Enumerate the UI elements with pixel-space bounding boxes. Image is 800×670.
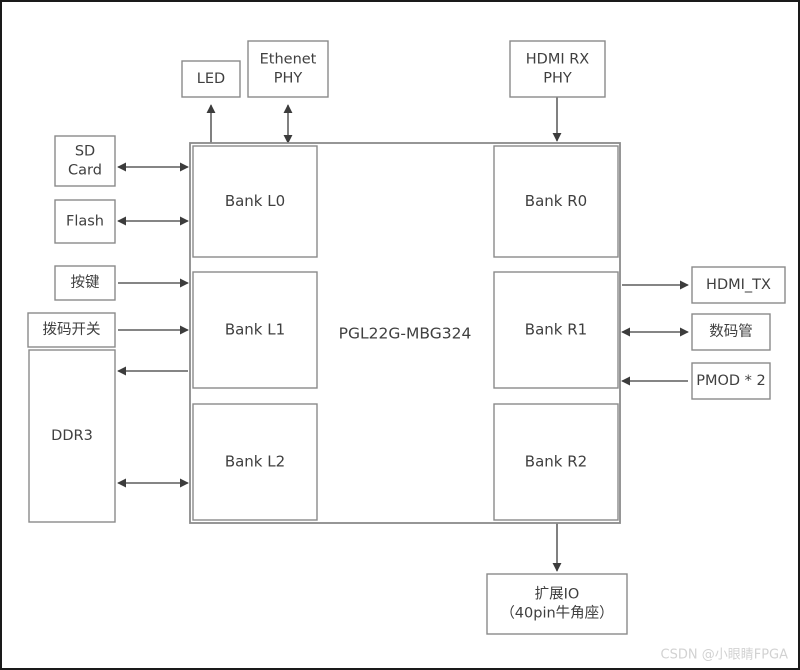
peripheral-box-sd-card [54,135,116,187]
peripheral-label-flash: Flash [66,214,104,230]
connection-layer [117,97,689,572]
bank-box-bank-r2 [493,403,619,521]
peripheral-label-ethernet-phy: PHY [274,71,303,87]
peripheral-label-expansion-io: 扩展IO [535,586,580,603]
peripheral-box-flash [54,199,116,244]
bank-label-bank-l2: Bank L2 [225,453,285,471]
bank-box-bank-l1 [192,271,318,389]
fpga-chip-label: PGL22G-MBG324 [339,325,472,343]
peripheral-box-keys [54,265,116,301]
peripheral-label-dip-switch: 拨码开关 [43,321,101,338]
peripheral-box-dip-switch [27,312,116,348]
peripheral-label-sd-card: SD [75,144,95,160]
bank-label-bank-r2: Bank R2 [525,453,587,471]
bank-label-bank-l1: Bank L1 [225,321,285,339]
watermark-layer: CSDN @小眼睛FPGA [661,648,789,663]
peripheral-box-hdmi-tx [691,266,786,304]
peripheral-label-led: LED [197,71,225,87]
bank-layer: Bank L0 Bank L1 Bank L2 Bank R0 Bank R1 Bank … [192,145,619,521]
peripheral-box-ddr3 [28,349,116,523]
csdn-watermark: CSDN @小眼睛FPGA [661,648,789,663]
bank-label-bank-r0: Bank R0 [525,192,587,210]
bank-box-bank-r1 [493,271,619,389]
bank-label-bank-r1: Bank R1 [525,321,587,339]
peripheral-label-hdmi-rx-phy: PHY [543,71,572,87]
peripheral-box-led [181,60,241,98]
peripheral-box-seven-seg [691,313,771,351]
peripheral-box-ethernet-phy [247,40,329,98]
peripheral-box-expansion-io [486,573,628,635]
bank-box-bank-l0 [192,145,318,258]
bank-box-bank-r0 [493,145,619,258]
bank-label-bank-l0: Bank L0 [225,192,285,210]
peripheral-label-expansion-io: （40pin牛角座） [500,605,613,622]
peripheral-label-pmod: PMOD * 2 [696,373,766,389]
peripheral-box-pmod [691,362,771,400]
peripheral-label-ddr3: DDR3 [51,428,93,444]
peripheral-label-sd-card: Card [68,163,102,179]
peripheral-label-seven-seg: 数码管 [709,323,753,340]
bank-box-bank-l2 [192,403,318,521]
peripheral-label-hdmi-tx: HDMI_TX [706,277,771,293]
peripheral-box-hdmi-rx-phy [509,40,606,98]
peripheral-label-keys: 按键 [71,274,100,291]
peripheral-label-ethernet-phy: Ethenet [260,52,317,68]
peripheral-label-hdmi-rx-phy: HDMI RX [526,52,590,68]
